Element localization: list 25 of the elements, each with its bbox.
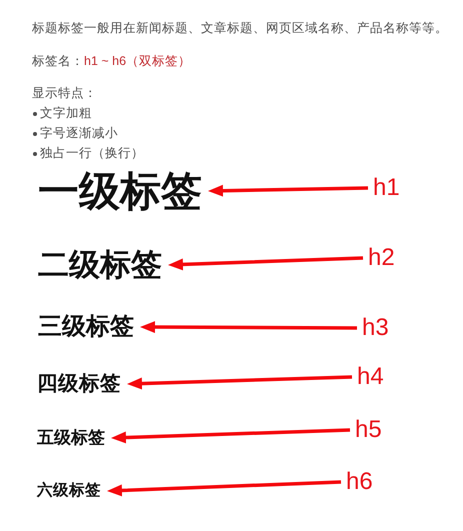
heading-sample-text: 四级标签: [37, 372, 127, 396]
tag-label: h2: [363, 244, 395, 272]
tag-label: h5: [350, 416, 382, 444]
arrow: [126, 375, 352, 390]
heading-sample-text: 二级标签: [38, 247, 168, 283]
heading-sample-text: 六级标签: [37, 482, 107, 500]
heading-sample-text: 五级标签: [37, 428, 111, 448]
intro-text: 标题标签一般用在新闻标题、文章标题、网页区域名称、产品名称等等。: [32, 20, 448, 36]
tag-label: h1: [368, 174, 400, 202]
list-item-text: 文字加粗: [40, 105, 92, 121]
section-heading: 显示特点：: [32, 85, 97, 101]
tag-label: h3: [357, 314, 389, 342]
tag-label: h6: [341, 468, 373, 496]
arrow: [140, 321, 357, 334]
tag-name-label: 标签名：: [32, 53, 84, 69]
tag-name-value: h1 ~ h6（双标签）: [84, 53, 192, 69]
arrow: [168, 256, 364, 270]
arrow: [208, 184, 368, 197]
list-item-text: 独占一行（换行）: [40, 145, 144, 161]
heading-sample-text: 一级标签: [38, 168, 208, 214]
heading-sample-text: 三级标签: [38, 313, 140, 341]
tag-label: h4: [352, 363, 384, 391]
arrow: [110, 428, 350, 444]
list-item-text: 字号逐渐减小: [40, 125, 118, 141]
arrow: [106, 480, 342, 496]
